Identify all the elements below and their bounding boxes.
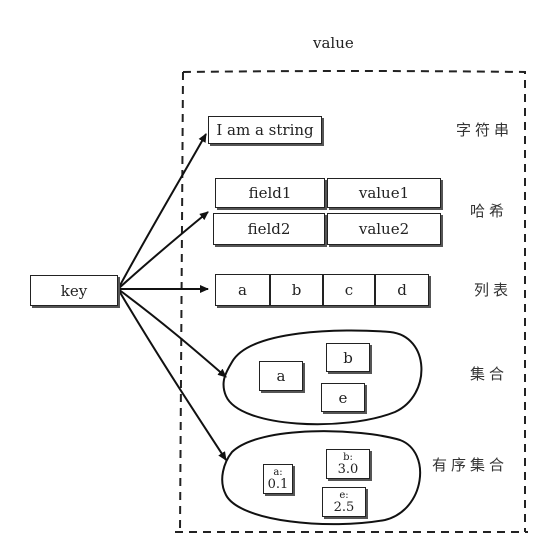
list-item-4-label: d <box>397 281 407 299</box>
set-member-e-label: e <box>338 388 348 407</box>
hash-value-1-label: value1 <box>358 184 410 202</box>
list-item-1-label: a <box>238 281 247 299</box>
type-label-hash: 哈希 <box>470 202 509 220</box>
string-value: I am a string <box>216 121 314 139</box>
value-container-border <box>175 70 528 533</box>
arrow-to-string <box>117 133 207 290</box>
list-item-2-label: b <box>291 281 302 299</box>
type-label-set: 集合 <box>470 365 509 383</box>
set-member-b: b <box>326 343 370 372</box>
list-item-4: d <box>375 274 429 306</box>
type-label-string: 字符串 <box>456 121 514 139</box>
key-label: key <box>60 281 88 300</box>
set-member-a: a <box>259 361 303 391</box>
zset-member-a: a: 0.1 <box>263 464 293 494</box>
set-member-e: e <box>321 383 365 412</box>
hash-value-2-label: value2 <box>358 220 410 238</box>
hash-field-2-label: field2 <box>247 220 291 238</box>
arrow-to-set <box>117 288 227 378</box>
key-arrows <box>117 133 227 461</box>
hash-value-2: value2 <box>327 213 441 245</box>
set-ellipse <box>222 329 423 426</box>
zset-member-b: b: 3.0 <box>326 449 370 479</box>
zset-member-e-score: 2.5 <box>333 499 355 515</box>
value-title: value <box>313 34 354 52</box>
list-item-1: a <box>215 274 270 306</box>
zset-member-b-score: 3.0 <box>337 461 359 477</box>
set-member-a-label: a <box>276 367 286 385</box>
arrow-to-hash <box>117 211 209 290</box>
zset-member-e-name: e: <box>339 489 349 501</box>
type-label-zset: 有序集合 <box>432 456 509 474</box>
type-label-list: 列表 <box>474 281 513 299</box>
list-item-3: c <box>323 274 375 306</box>
hash-field-2: field2 <box>213 213 325 245</box>
set-member-b-label: b <box>343 348 353 367</box>
zset-member-a-score: 0.1 <box>267 476 289 492</box>
list-item-3-label: c <box>344 281 354 299</box>
string-box: I am a string <box>208 116 322 144</box>
list-item-2: b <box>270 274 323 306</box>
hash-value-1: value1 <box>327 178 441 208</box>
zset-member-b-name: b: <box>343 451 353 463</box>
key-box: key <box>30 275 118 306</box>
zset-ellipse <box>221 430 422 526</box>
hash-field-1: field1 <box>215 178 325 208</box>
arrow-to-zset <box>117 288 227 461</box>
zset-member-a-name: a: <box>273 466 283 478</box>
zset-member-e: e: 2.5 <box>322 487 366 517</box>
hash-field-1-label: field1 <box>248 184 292 202</box>
